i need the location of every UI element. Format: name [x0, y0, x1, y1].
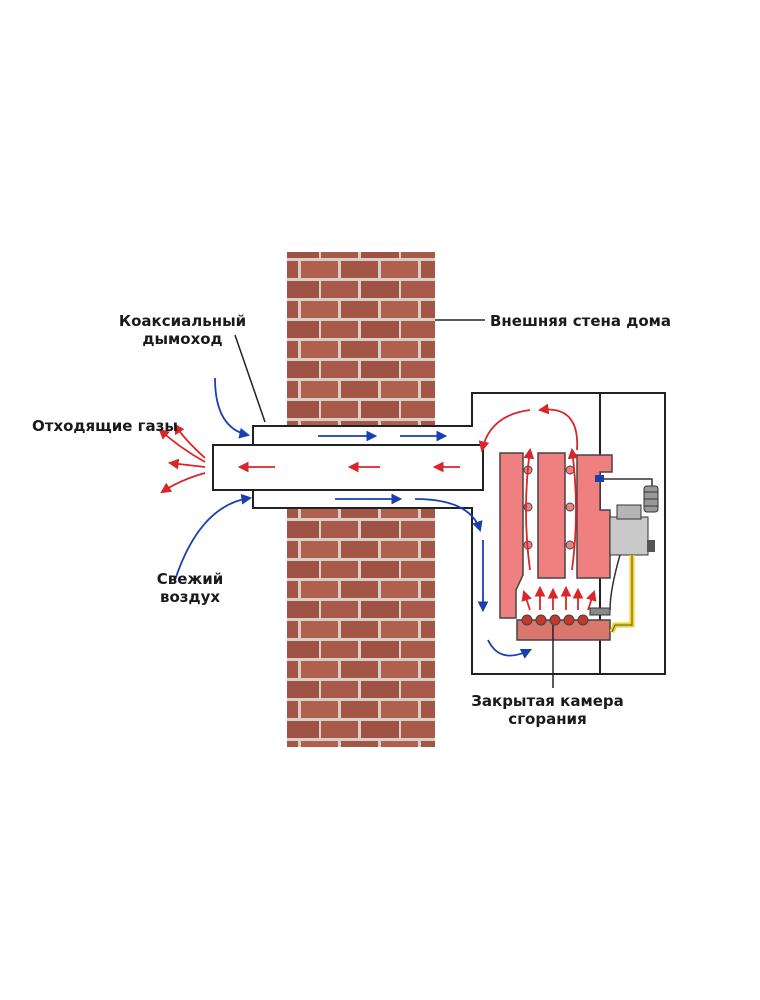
leader-lines — [234, 319, 554, 688]
fresh-air-flow-arrows — [174, 377, 532, 659]
fresh-air-label-line1: Свежий — [156, 570, 224, 588]
gas-line-outline — [611, 555, 633, 633]
wire-black — [609, 554, 621, 611]
exhaust-flow-arrows — [158, 403, 597, 611]
exhaust-gases-label: Отходящие газы — [32, 417, 178, 435]
outer-wall-label: Внешняя стена дома — [490, 312, 672, 330]
sensor-wire — [604, 478, 653, 486]
chamber-label: Закрытая камера сгорания — [455, 692, 640, 728]
gas-valve-icon — [609, 504, 655, 556]
heat-exchanger — [499, 452, 613, 619]
sensor-icon — [643, 485, 659, 513]
chamber-label-line2: сгорания — [508, 710, 587, 728]
fresh-air-label-line2: воздух — [159, 588, 221, 606]
burner — [516, 614, 611, 641]
coaxial-label-line2: дымоход — [142, 330, 223, 348]
chamber-label-line1: Закрытая камера — [471, 692, 624, 710]
coaxial-label-line1: Коаксиальный — [118, 312, 247, 330]
fresh-air-label: Свежий воздух — [145, 570, 235, 606]
coaxial-label: Коаксиальный дымоход — [115, 312, 250, 348]
sensor-blue — [595, 475, 604, 482]
igniter — [589, 607, 611, 616]
